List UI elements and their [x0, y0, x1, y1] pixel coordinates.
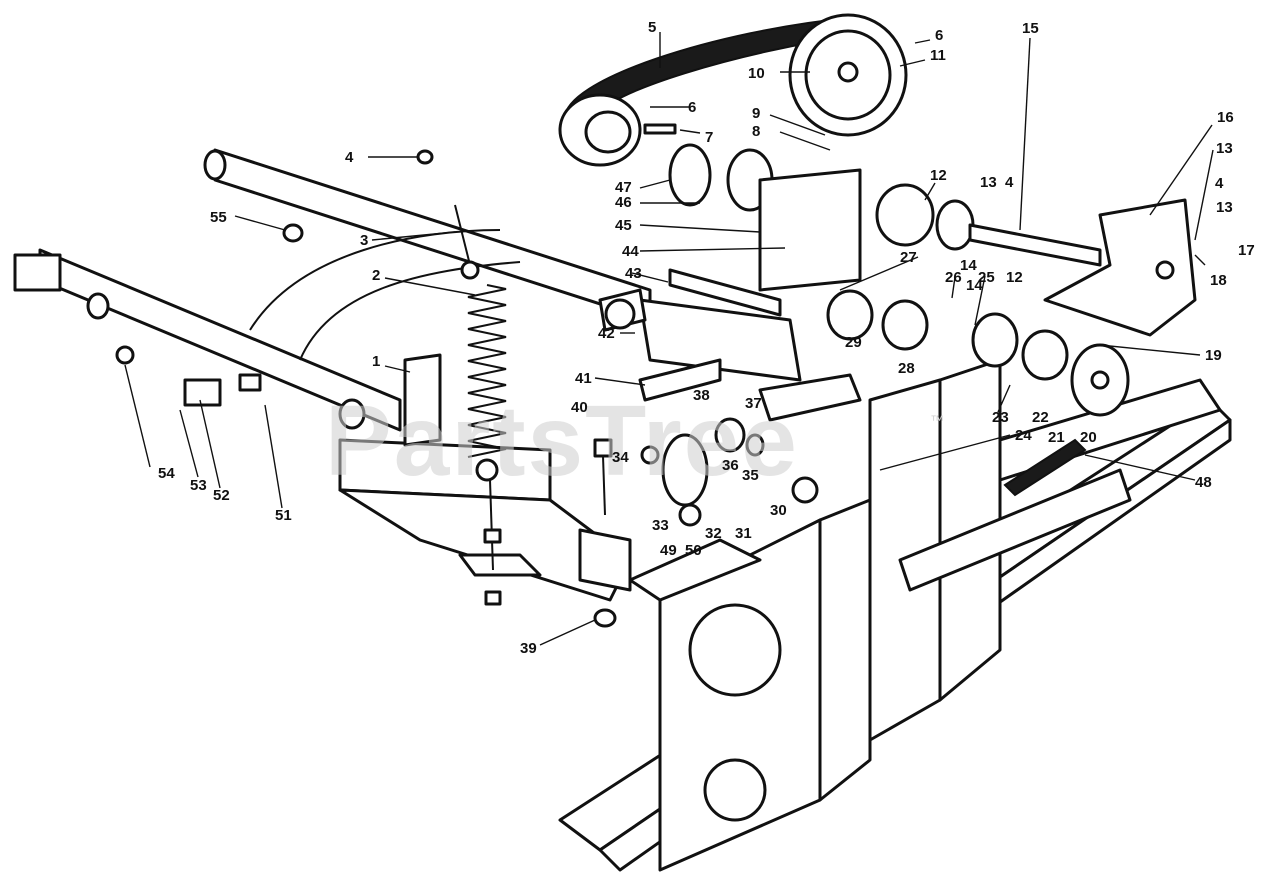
callout-6: 6 [935, 27, 943, 44]
callout-45: 45 [615, 217, 632, 234]
main-frame [558, 358, 1232, 872]
callout-33: 33 [652, 517, 669, 534]
lift-arm-assembly [13, 148, 862, 432]
callout-13: 13 [1216, 140, 1233, 157]
callout-23: 23 [992, 409, 1009, 426]
drive-belt-and-pulleys [115, 13, 1197, 628]
svg-text:PartsTree: PartsTree [325, 385, 799, 497]
callout-15: 15 [1022, 20, 1039, 37]
callout-41: 41 [575, 370, 592, 387]
callout-28: 28 [898, 360, 915, 377]
callouts: 1 2 3 4 4 4 5 6 6 7 8 9 10 11 12 12 13 1… [158, 19, 1255, 657]
callout-54: 54 [158, 465, 175, 482]
callout-48: 48 [1195, 474, 1212, 491]
callout-32: 32 [705, 525, 722, 542]
callout-5: 5 [648, 19, 656, 36]
callout-12: 12 [930, 167, 947, 184]
svg-text:™: ™ [930, 412, 944, 428]
callout-16: 16 [1217, 109, 1234, 126]
callout-55: 55 [210, 209, 227, 226]
callout-39: 39 [520, 640, 537, 657]
callout-31: 31 [735, 525, 752, 542]
callout-7: 7 [705, 129, 713, 146]
callout-19: 19 [1205, 347, 1222, 364]
callout-46: 46 [615, 194, 632, 211]
callout-17: 17 [1238, 242, 1255, 259]
callout-35: 35 [742, 467, 759, 484]
callout-13: 13 [1216, 199, 1233, 216]
callout-53: 53 [190, 477, 207, 494]
callout-50: 50 [685, 542, 702, 559]
callout-12: 12 [1006, 269, 1023, 286]
callout-40: 40 [571, 399, 588, 416]
callout-29: 29 [845, 334, 862, 351]
callout-27: 27 [900, 249, 917, 266]
callout-4: 4 [1005, 174, 1014, 191]
callout-51: 51 [275, 507, 292, 524]
callout-2: 2 [372, 267, 380, 284]
callout-11: 11 [930, 47, 946, 64]
callout-38: 38 [693, 387, 710, 404]
callout-3: 3 [360, 232, 368, 249]
callout-44: 44 [622, 243, 639, 260]
callout-26: 26 [945, 269, 962, 286]
callout-4: 4 [1215, 175, 1224, 192]
callout-37: 37 [745, 395, 762, 412]
partstree-watermark: PartsTree ™ [325, 385, 944, 497]
callout-24: 24 [1015, 427, 1032, 444]
callout-9: 9 [752, 105, 760, 122]
callout-20: 20 [1080, 429, 1097, 446]
callout-6: 6 [688, 99, 696, 116]
lift-spring [454, 204, 507, 606]
callout-49: 49 [660, 542, 677, 559]
callout-43: 43 [625, 265, 642, 282]
callout-21: 21 [1048, 429, 1065, 446]
callout-18: 18 [1210, 272, 1227, 289]
callout-47: 47 [615, 179, 632, 196]
callout-36: 36 [722, 457, 739, 474]
callout-22: 22 [1032, 409, 1049, 426]
callout-13: 13 [980, 174, 997, 191]
callout-10: 10 [748, 65, 765, 82]
callout-25: 25 [978, 269, 995, 286]
leader-lines [124, 32, 1214, 646]
callout-34: 34 [612, 449, 629, 466]
callout-1: 1 [372, 353, 380, 370]
callout-8: 8 [752, 123, 760, 140]
callout-30: 30 [770, 502, 787, 519]
callout-42: 42 [598, 325, 615, 342]
callout-4: 4 [345, 149, 354, 166]
lift-base-bracket [338, 353, 632, 602]
callout-14: 14 [966, 277, 983, 294]
callout-52: 52 [213, 487, 230, 504]
callout-14: 14 [960, 257, 977, 274]
